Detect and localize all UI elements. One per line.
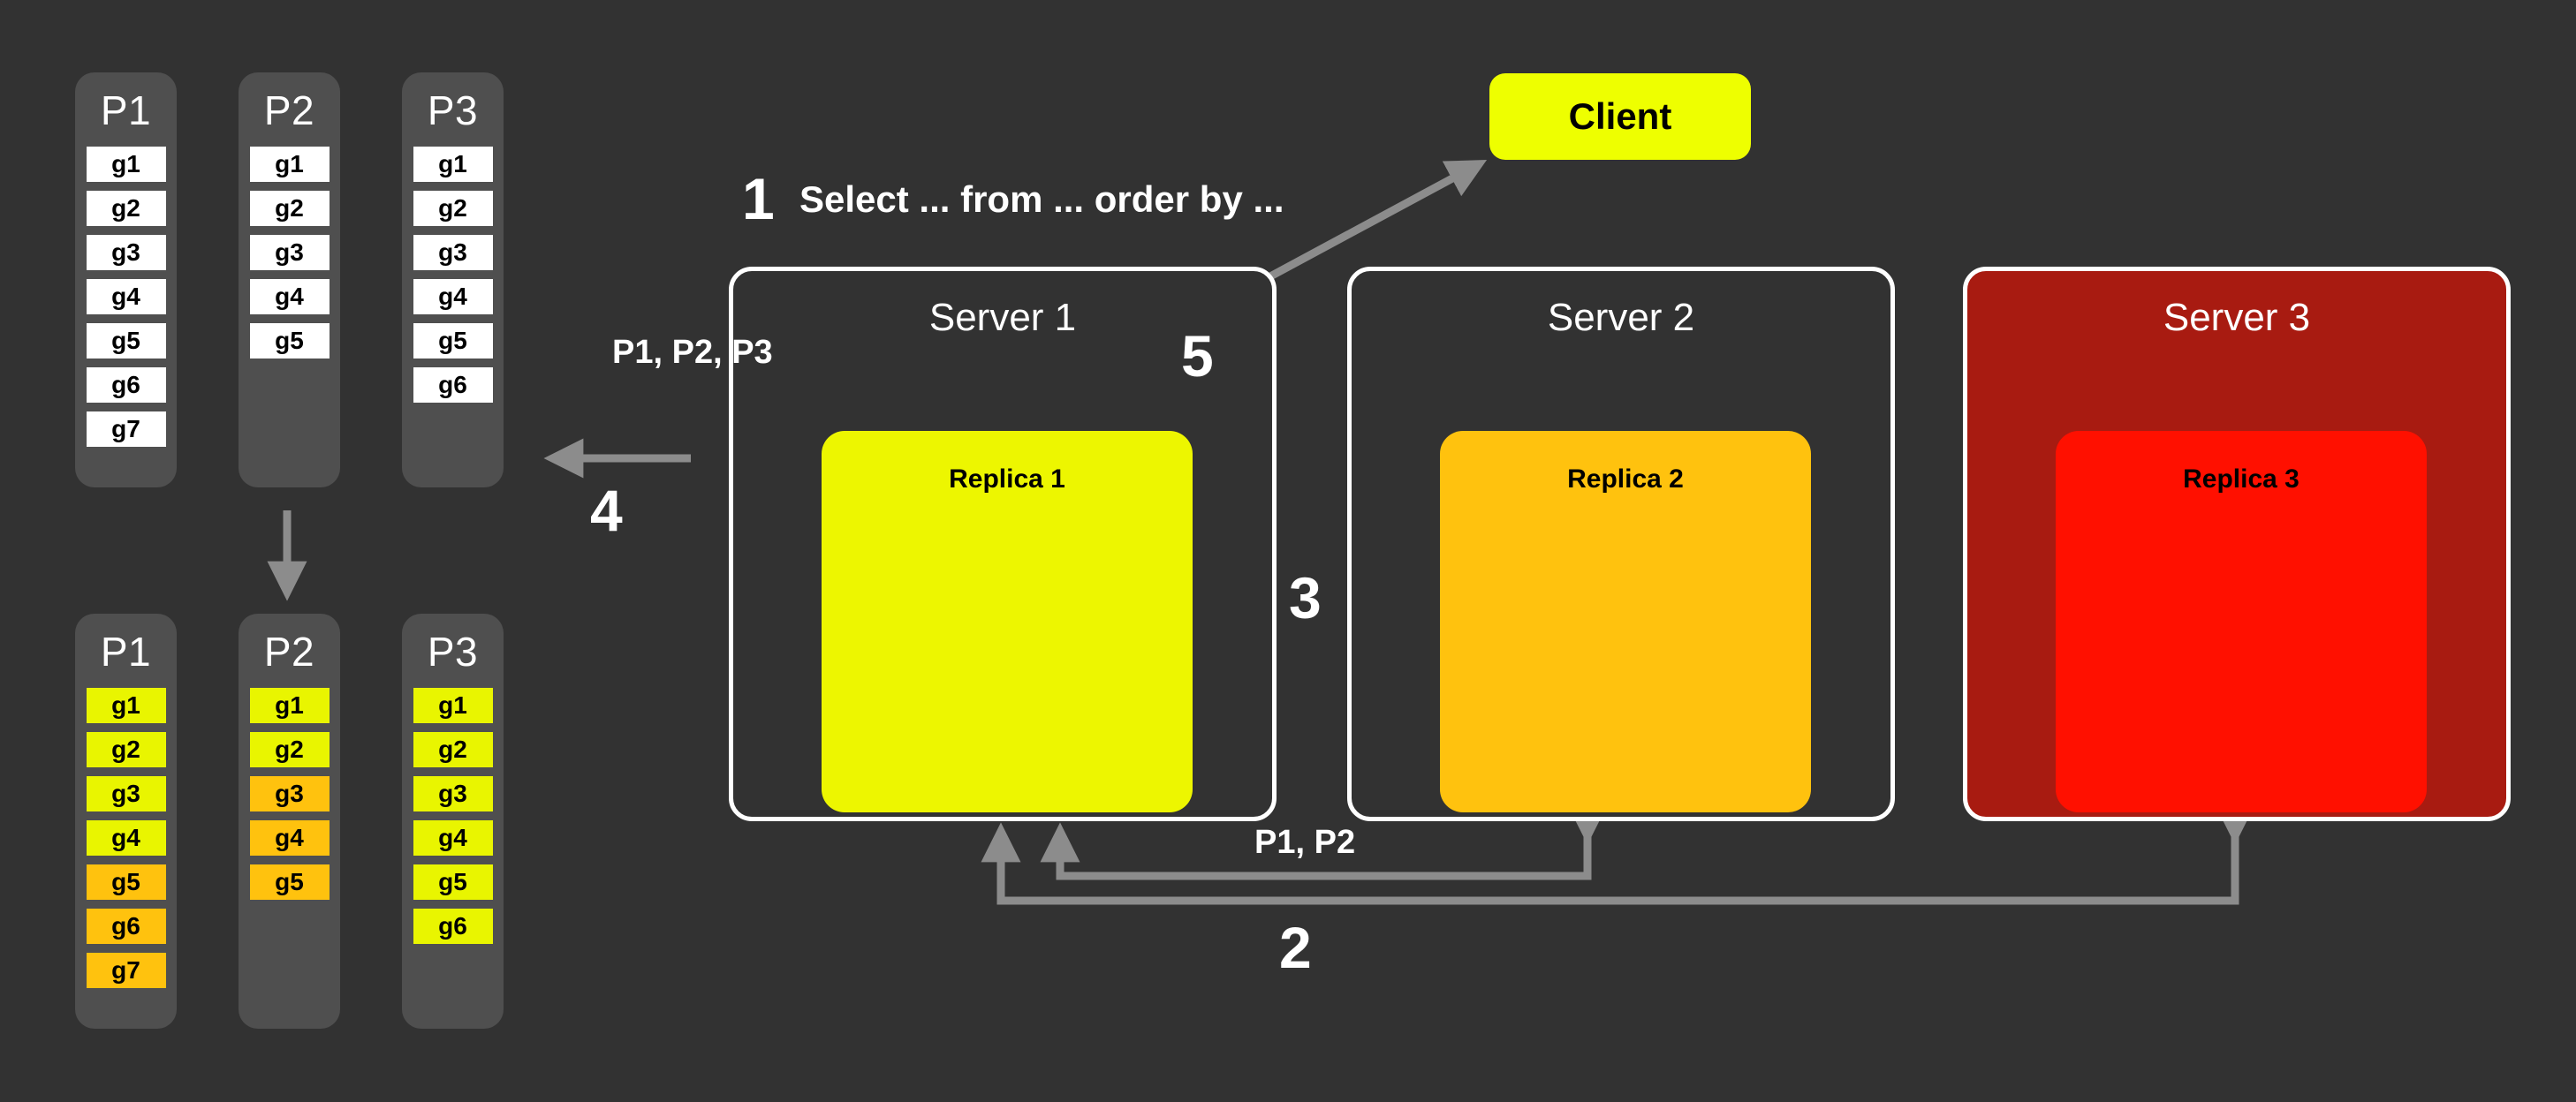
- replica-2-box[interactable]: Replica 2: [1440, 431, 1811, 812]
- step-number-4: 4: [590, 478, 623, 543]
- partition-cell[interactable]: g5: [413, 323, 493, 359]
- server-3-box[interactable]: Server 3 Replica 3: [1963, 267, 2511, 821]
- partition-cell[interactable]: g2: [249, 732, 330, 767]
- server-3-title: Server 3: [2163, 296, 2311, 339]
- partition-cell[interactable]: g6: [86, 367, 166, 403]
- server-2-box[interactable]: Server 2 Replica 2: [1347, 267, 1895, 821]
- replica-2-label: Replica 2: [1567, 464, 1684, 494]
- partition-cell[interactable]: g6: [413, 367, 493, 403]
- partition-cell[interactable]: g4: [413, 820, 493, 856]
- partition-column-p1-top[interactable]: P1 g1 g2 g3 g4 g5 g6 g7: [75, 72, 177, 487]
- server-2-title: Server 2: [1547, 296, 1695, 339]
- replica-1-box[interactable]: Replica 1: [822, 431, 1193, 812]
- partition-cell[interactable]: g7: [86, 953, 166, 988]
- partition-cell[interactable]: g4: [249, 279, 330, 314]
- partition-cell[interactable]: g4: [86, 820, 166, 856]
- replica-1-label: Replica 1: [949, 464, 1065, 494]
- p1p2-label: P1, P2: [1254, 824, 1356, 861]
- partition-cell[interactable]: g2: [413, 732, 493, 767]
- partition-cell[interactable]: g1: [86, 147, 166, 182]
- partition-cell[interactable]: g5: [249, 864, 330, 900]
- partition-cell[interactable]: g5: [413, 864, 493, 900]
- partition-cell[interactable]: g3: [249, 235, 330, 270]
- arrow-step-2-server3-to-server1: [981, 804, 2255, 905]
- partition-title: P1: [100, 87, 152, 133]
- partition-cell[interactable]: g3: [413, 776, 493, 811]
- step-number-5: 5: [1181, 323, 1214, 389]
- partition-cell[interactable]: g3: [86, 235, 166, 270]
- partition-column-p3-top[interactable]: P3 g1 g2 g3 g4 g5 g6: [402, 72, 504, 487]
- partition-cell[interactable]: g4: [249, 820, 330, 856]
- server-1-box[interactable]: Server 1 Replica 1: [729, 267, 1277, 821]
- p1p2p3-label: P1, P2, P3: [612, 334, 773, 371]
- partition-cell[interactable]: g2: [413, 191, 493, 226]
- partition-cell[interactable]: g7: [86, 411, 166, 447]
- partition-cell[interactable]: g3: [86, 776, 166, 811]
- partition-cell[interactable]: g3: [413, 235, 493, 270]
- partition-cell[interactable]: g1: [249, 147, 330, 182]
- partition-title: P2: [263, 629, 315, 675]
- server-1-title: Server 1: [928, 296, 1077, 339]
- partition-cell[interactable]: g5: [86, 323, 166, 359]
- partition-cell[interactable]: g2: [86, 191, 166, 226]
- client-node[interactable]: Client: [1489, 73, 1751, 160]
- partition-cell[interactable]: g1: [86, 688, 166, 723]
- partition-column-p3-bottom[interactable]: P3 g1 g2 g3 g4 g5 g6: [402, 614, 504, 1029]
- partition-cell[interactable]: g6: [413, 909, 493, 944]
- partition-cell[interactable]: g5: [86, 864, 166, 900]
- partition-cell[interactable]: g4: [86, 279, 166, 314]
- partition-title: P1: [100, 629, 152, 675]
- partition-cell[interactable]: g1: [249, 688, 330, 723]
- partition-column-p2-bottom[interactable]: P2 g1 g2 g3 g4 g5: [239, 614, 340, 1029]
- client-label: Client: [1568, 95, 1672, 137]
- partition-cell[interactable]: g1: [413, 147, 493, 182]
- step-number-3: 3: [1289, 565, 1322, 630]
- partition-cell[interactable]: g4: [413, 279, 493, 314]
- step-number-2: 2: [1279, 915, 1312, 980]
- step-number-1: 1: [742, 166, 775, 231]
- partition-cell[interactable]: g2: [249, 191, 330, 226]
- partition-column-p2-top[interactable]: P2 g1 g2 g3 g4 g5: [239, 72, 340, 487]
- replica-3-box[interactable]: Replica 3: [2056, 431, 2427, 812]
- partition-title: P3: [427, 87, 479, 133]
- partition-title: P3: [427, 629, 479, 675]
- partition-cell[interactable]: g6: [86, 909, 166, 944]
- partition-cell[interactable]: g5: [249, 323, 330, 359]
- partition-cell[interactable]: g2: [86, 732, 166, 767]
- partition-column-p1-bottom[interactable]: P1 g1 g2 g3 g4 g5 g6 g7: [75, 614, 177, 1029]
- replica-3-label: Replica 3: [2183, 464, 2299, 494]
- partition-title: P2: [263, 87, 315, 133]
- query-label: Select ... from ... order by ...: [799, 178, 1284, 220]
- partition-cell[interactable]: g3: [249, 776, 330, 811]
- partition-cell[interactable]: g1: [413, 688, 493, 723]
